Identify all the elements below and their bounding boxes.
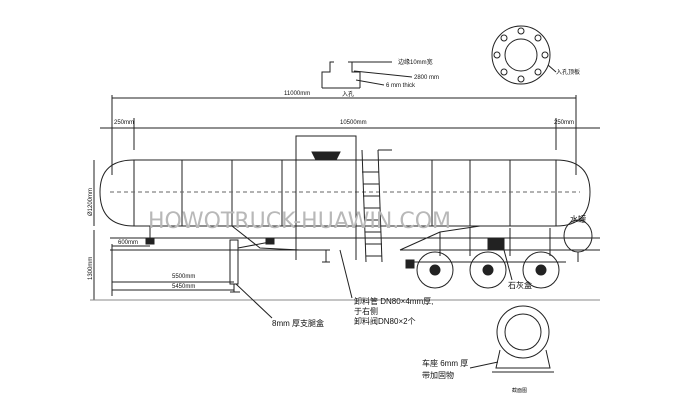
diameter-label: Ø1200mm: [88, 188, 94, 216]
wheel: [469, 251, 507, 289]
flange-bolt-hole: [517, 75, 525, 83]
manhole-label: 入孔: [342, 90, 354, 98]
dim-5500-label: 5500mm: [172, 274, 195, 280]
flange-leader: [547, 64, 557, 73]
flange-bolt-hole: [541, 51, 549, 59]
lower-dimension-lines: [90, 160, 600, 301]
saddle-callout-1: 车座 6mm 厚: [422, 358, 468, 368]
lime-box: [487, 237, 505, 251]
section-inner: [504, 313, 542, 351]
tank-length-label: 10500mm: [340, 120, 367, 126]
flange-outer-circle: [491, 25, 551, 85]
wheels: [410, 251, 566, 289]
overall-dimension-lines: [100, 95, 600, 175]
flange-inner-circle: [504, 38, 538, 72]
lime-box-label: 石灰盒: [508, 280, 532, 290]
flange-bolt-hole: [493, 51, 501, 59]
watermark: HOWOTRUCK-HUAWIN.COM: [148, 209, 451, 234]
cross-section-view: [469, 305, 554, 373]
flange-bolt-hole: [500, 34, 508, 42]
flange-bolt-hole: [534, 68, 542, 76]
overall-length-label: 11000mm: [284, 91, 310, 97]
flange-bolt-hole: [534, 34, 542, 42]
water-tank-label: 水罐: [570, 214, 586, 224]
tank-body: [99, 159, 591, 227]
discharge-callout-2: 于右侧: [354, 306, 378, 316]
right-overhang-label: 250mm: [554, 120, 574, 126]
mud-flap: [405, 259, 415, 269]
discharge-callout-3: 卸料阀DN80×2个: [354, 316, 416, 326]
manhole-flange-detail: [491, 25, 557, 85]
water-tank: [563, 219, 593, 262]
manhole-profile: [348, 61, 361, 88]
wheel: [416, 251, 454, 289]
left-overhang-label: 250mm: [114, 120, 134, 126]
manhole-profile: [321, 61, 334, 88]
support-box-leader: [235, 283, 273, 319]
wheel: [522, 251, 560, 289]
thickness-spec-leader: [355, 79, 385, 86]
section-outer: [496, 305, 550, 359]
support-offset-label: 600mm: [118, 240, 138, 246]
section-saddle: [495, 349, 551, 369]
saddle-leader: [469, 361, 499, 369]
support-box-callout: 8mm 厚支腿盒: [272, 318, 324, 328]
section-label: 截面图: [512, 387, 527, 394]
dim-5450-label: 5450mm: [172, 284, 195, 290]
landing-legs: [229, 237, 330, 293]
flange-bolt-hole: [500, 68, 508, 76]
manhole-section-detail: [321, 61, 413, 89]
height-label: 1300mm: [88, 257, 94, 280]
discharge-leader: [339, 249, 353, 299]
discharge-callout-1: 卸料管 DN80×4mm厚,: [354, 296, 433, 306]
tank-dome: [295, 135, 357, 260]
flange-bolt-hole: [517, 27, 525, 35]
support-leg-box: [229, 239, 239, 285]
width-spec-label: 2800 mm: [414, 75, 439, 81]
thickness-spec-label: 6 mm thick: [386, 83, 416, 89]
width-spec-leader: [353, 70, 413, 78]
bolt-spec-label: 边缘10mm宽: [398, 58, 433, 66]
lime-box-leader: [503, 249, 513, 281]
flange-label: 入孔顶板: [556, 68, 580, 76]
ladder: [361, 149, 392, 263]
saddle-callout-2: 带加固物: [422, 370, 454, 380]
